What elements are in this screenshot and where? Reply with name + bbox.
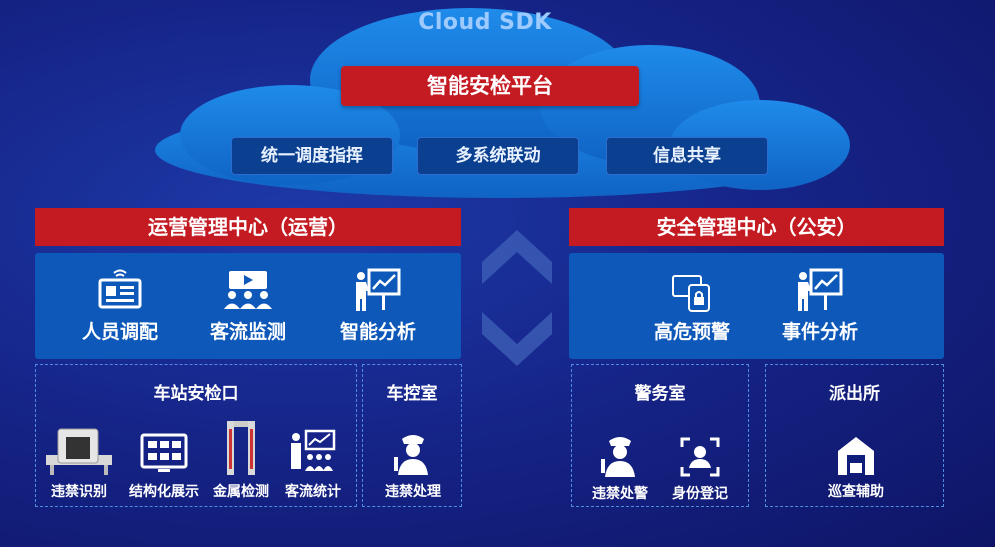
officer-icon [394,435,428,475]
item-id-registration[interactable]: 身份登记 [660,435,740,503]
grid-display-icon [140,433,188,472]
xray-scanner-icon [46,428,112,475]
item-patrol-assist[interactable]: 巡查辅助 [811,435,901,501]
police-station-title: 派出所 [829,384,880,404]
item-label: 巡查辅助 [828,484,884,500]
info-sharing-button[interactable]: 信息共享 [606,137,768,175]
item-contraband-recognition[interactable]: 违禁识别 [44,425,114,501]
item-label: 违禁处警 [592,486,648,502]
police-station-box: 派出所 巡查辅助 [765,364,944,507]
sync-chevrons-icon [482,230,552,366]
analysis-presenter-icon [798,268,843,311]
feature-label: 客流监测 [209,321,286,343]
crowd-stats-icon [291,429,336,471]
operations-center-title: 运营管理中心（运营） [35,208,461,246]
item-label: 结构化展示 [129,484,199,500]
item-metal-detection[interactable]: 金属检测 [206,419,276,501]
cloud-title: Cloud SDK [418,10,552,35]
feature-incident-analysis[interactable]: 事件分析 [765,267,875,344]
operations-center-panel: 人员调配 客流监测 智能分析 [35,253,461,359]
control-room-box: 车控室 违禁处理 [362,364,462,507]
staff-terminal-icon [98,269,142,309]
metal-detector-gate-icon [227,421,255,475]
police-room-title: 警务室 [634,384,686,404]
station-checkpoint-title: 车站安检口 [153,384,239,404]
officer-icon [601,437,635,477]
feature-smart-analysis[interactable]: 智能分析 [323,267,433,344]
security-center-panel: 高危预警 事件分析 [569,253,944,359]
item-structured-display[interactable]: 结构化展示 [124,425,204,501]
item-crowd-stats[interactable]: 客流统计 [276,425,350,501]
item-label: 身份登记 [672,486,728,502]
item-contraband-response[interactable]: 违禁处警 [580,433,660,503]
control-room-title: 车控室 [386,384,438,404]
security-center-title: 安全管理中心（公安） [569,208,944,246]
feature-staff-dispatch[interactable]: 人员调配 [65,267,175,344]
lock-alert-icon [672,275,710,312]
feature-label: 人员调配 [81,321,158,343]
unified-dispatch-button[interactable]: 统一调度指挥 [231,137,393,175]
station-checkpoint-box: 车站安检口 违禁识别 结构化展示 金属检测 [35,364,357,507]
feature-high-risk-alert[interactable]: 高危预警 [637,273,747,344]
feature-label: 高危预警 [653,321,730,343]
item-label: 客流统计 [285,484,341,500]
crowd-monitor-icon [224,271,272,309]
multi-system-linkage-button[interactable]: 多系统联动 [417,137,579,175]
item-label: 金属检测 [213,484,269,500]
item-label: 违禁识别 [51,484,107,500]
feature-label: 事件分析 [781,321,858,343]
item-contraband-handling[interactable]: 违禁处理 [373,431,453,501]
police-room-box: 警务室 违禁处警 身份登记 [571,364,749,507]
id-scan-icon [680,437,720,477]
analysis-presenter-icon [356,268,401,311]
warehouse-icon [838,437,874,475]
item-label: 违禁处理 [385,484,441,500]
feature-label: 智能分析 [339,321,416,343]
feature-crowd-monitor[interactable]: 客流监测 [193,267,303,344]
platform-title: 智能安检平台 [341,66,639,106]
